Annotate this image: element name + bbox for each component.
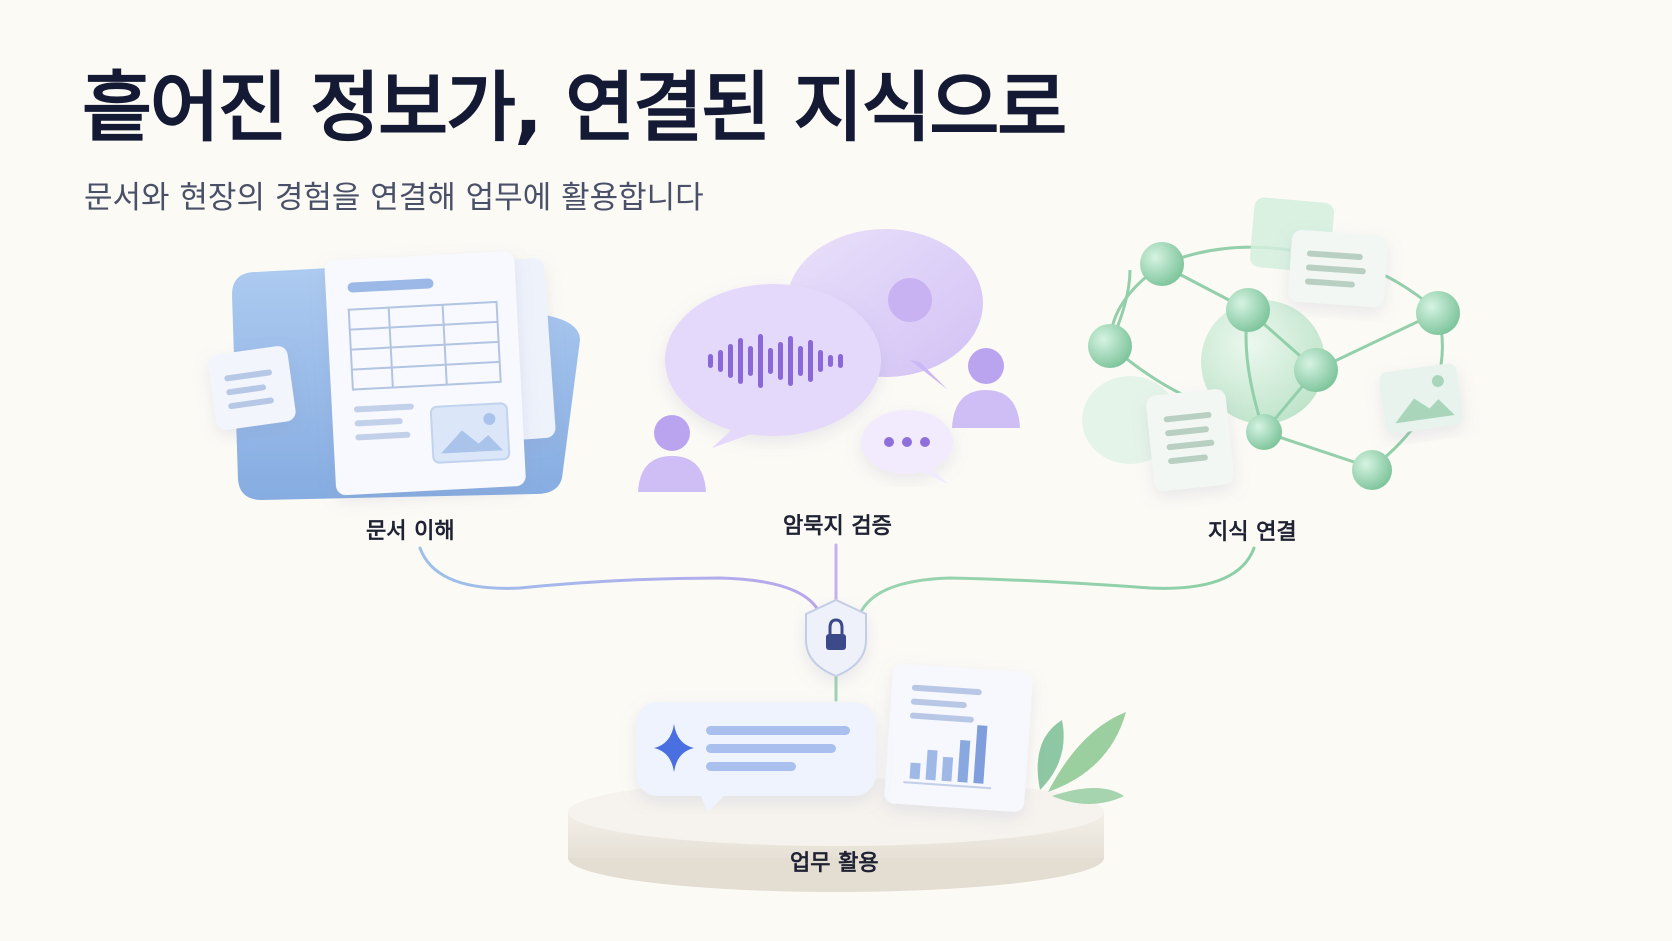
label-knowledge-connection: 지식 연결 bbox=[1208, 520, 1297, 545]
person-icon bbox=[638, 415, 706, 492]
typing-dots-icon bbox=[861, 410, 953, 484]
work-illustration bbox=[568, 663, 1126, 892]
tacit-illustration bbox=[638, 229, 1020, 492]
leaf-icon bbox=[1037, 712, 1126, 804]
person-icon bbox=[952, 348, 1020, 428]
label-work-application: 업무 활용 bbox=[790, 851, 879, 876]
page-title: 흩어진 정보가, 연결된 지식으로 bbox=[82, 63, 1067, 152]
image-icon bbox=[1379, 363, 1464, 434]
document-icon bbox=[208, 346, 296, 430]
page-subtitle: 문서와 현장의 경험을 연결해 업무에 활용합니다 bbox=[84, 180, 704, 216]
label-document-understanding: 문서 이해 bbox=[366, 519, 455, 544]
lock-shield-icon bbox=[805, 598, 867, 678]
sparkle-icon bbox=[654, 724, 694, 772]
image-icon bbox=[429, 402, 511, 464]
sound-wave-icon bbox=[708, 334, 843, 388]
ai-chat-bubble bbox=[636, 702, 876, 812]
network-icon bbox=[1082, 197, 1464, 491]
bar-chart-icon bbox=[884, 663, 1033, 812]
document-illustration bbox=[208, 251, 580, 500]
label-tacit-verification: 암묵지 검증 bbox=[783, 514, 892, 539]
